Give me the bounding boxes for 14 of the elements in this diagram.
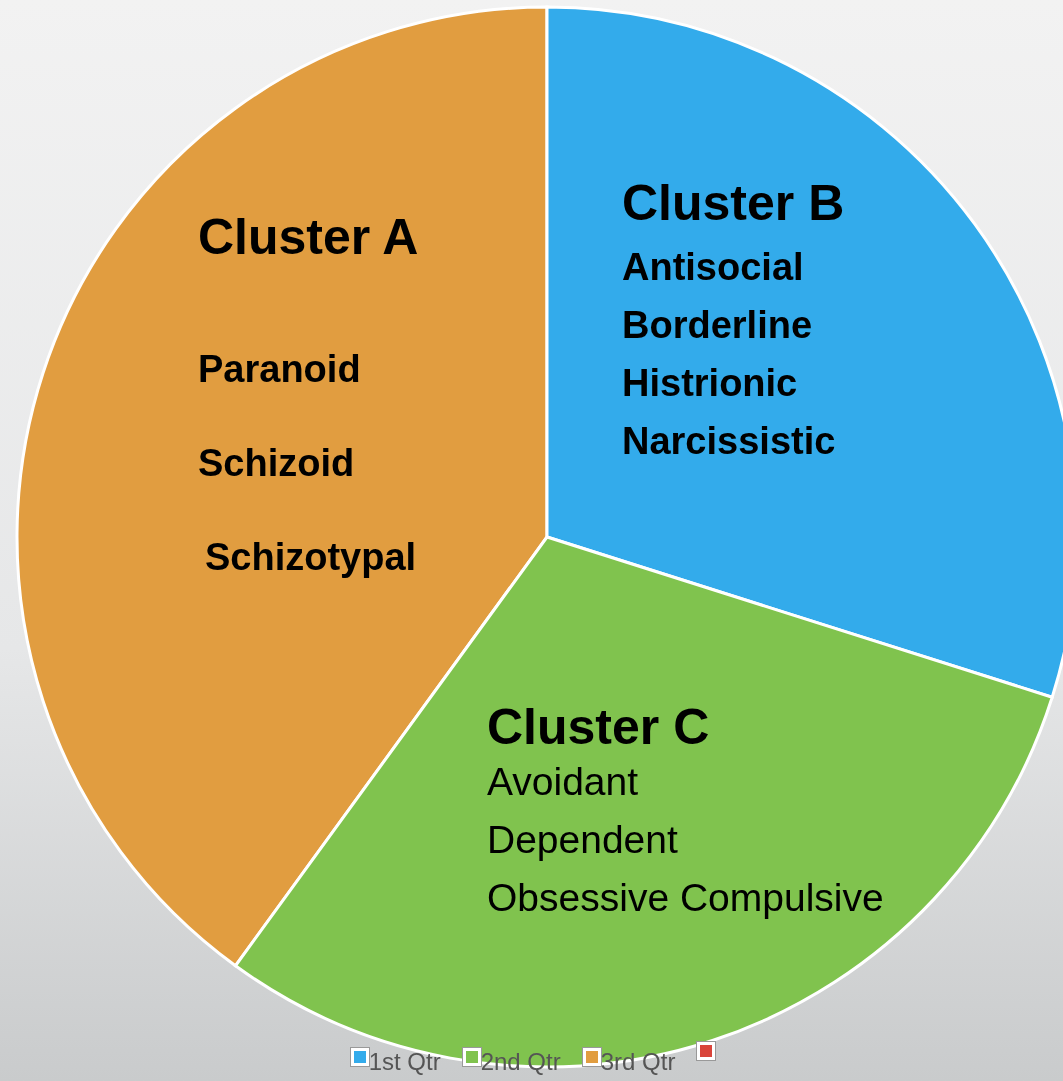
legend-label: 1st Qtr [368,1049,441,1076]
slice-item: Schizoid [198,444,355,482]
slice-heading: Cluster A [198,212,419,262]
slice-item: Histrionic [622,364,798,402]
slice-item: Antisocial [622,248,804,286]
slice-item: Dependent [487,820,678,859]
slice-heading: Cluster C [487,702,710,752]
slice-item: Avoidant [487,762,639,801]
slice-item: Narcissistic [622,422,836,460]
slice-item: Borderline [622,306,813,344]
slice-heading: Cluster B [622,178,845,228]
slice-item: Schizotypal [205,538,417,576]
slice-item: Paranoid [198,350,361,388]
slice-item: Obsessive Compulsive [487,878,884,917]
